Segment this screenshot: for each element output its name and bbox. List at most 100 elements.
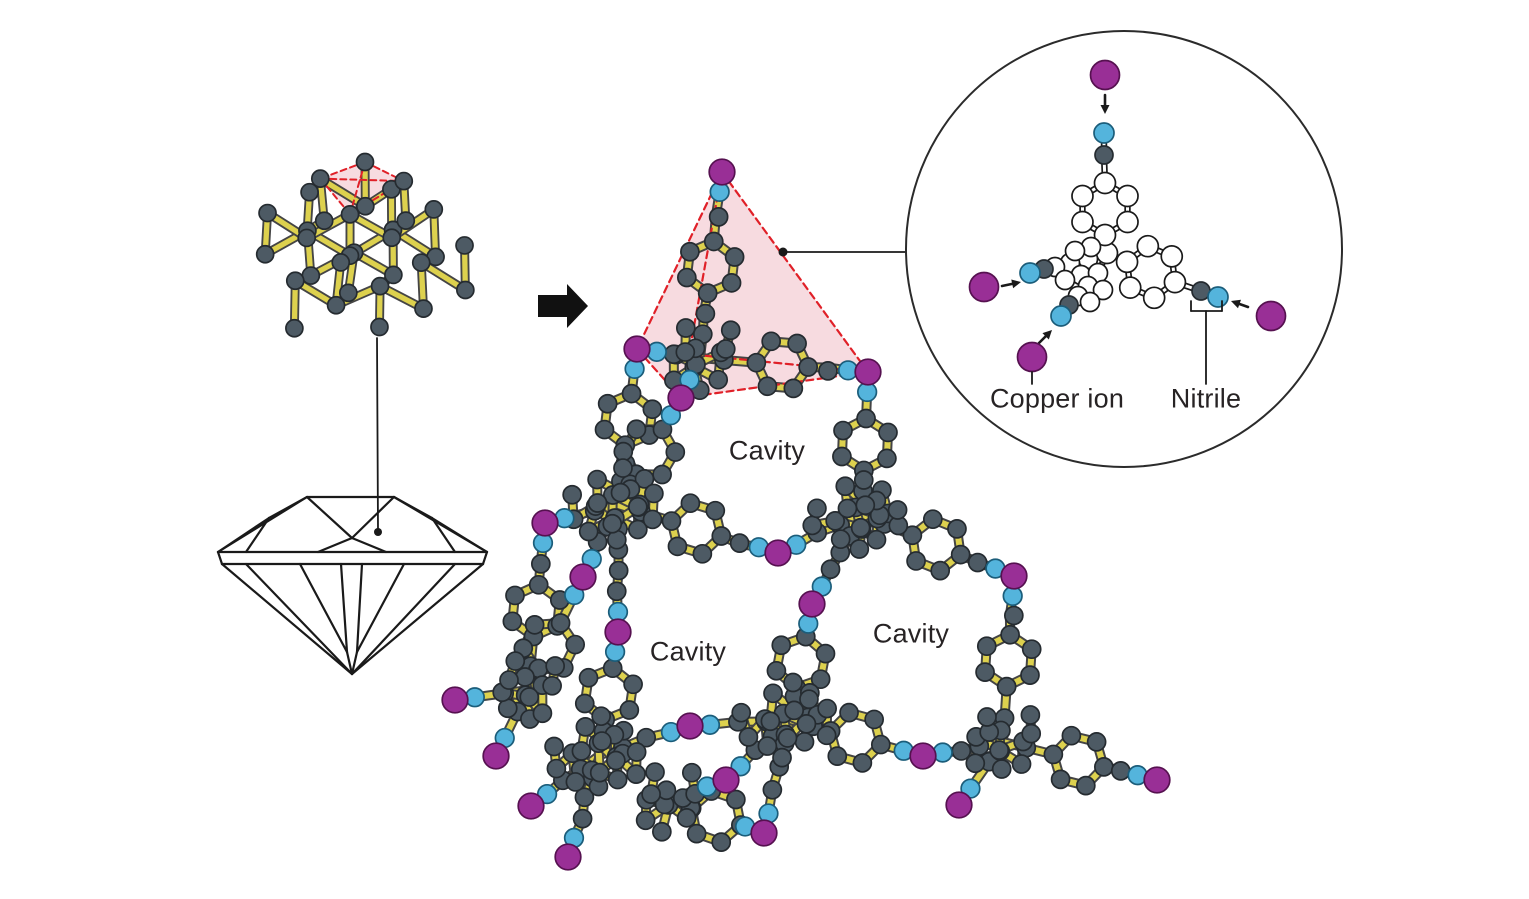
atom-carbon (760, 711, 781, 732)
atom-carbon (642, 509, 663, 530)
atom-carbon-white (1092, 279, 1114, 301)
atom-copper (517, 792, 545, 820)
line (350, 562, 457, 676)
atom-carbon (626, 742, 647, 762)
atom-carbon (711, 832, 732, 852)
atom-carbon (675, 342, 696, 362)
atom-carbon (665, 442, 686, 462)
atom-carbon (532, 703, 553, 724)
atom-carbon (255, 244, 275, 264)
atom-carbon (757, 376, 778, 397)
atom-carbon (1021, 639, 1042, 660)
atom-carbon (705, 500, 726, 521)
atom-copper (945, 791, 973, 819)
atom-carbon-white (1115, 250, 1139, 274)
atom-carbon (607, 769, 628, 790)
atom-carbon (314, 211, 334, 231)
inset-circle (905, 30, 1343, 468)
copper-atoms (441, 158, 1171, 871)
atom-carbon-white (1160, 245, 1184, 268)
atom-carbon (878, 422, 898, 443)
atom-carbon (807, 498, 827, 519)
atom-carbon (285, 271, 305, 291)
small-arrow-icon (1011, 279, 1021, 289)
atom-carbon (1000, 624, 1020, 645)
line (244, 516, 271, 554)
atom-carbon (1003, 605, 1024, 626)
atom-carbon (642, 399, 663, 420)
atom-carbon (815, 643, 836, 664)
atom-carbon (258, 203, 277, 223)
atom-carbon (592, 731, 612, 751)
atom-carbon (1075, 775, 1096, 796)
atom-carbon (627, 519, 648, 540)
line (244, 562, 354, 676)
atom-carbon (505, 651, 526, 671)
atom-carbon (695, 303, 716, 324)
atom-carbon (550, 613, 571, 633)
atom-carbon (587, 469, 607, 490)
atom-carbon-white (1118, 276, 1142, 299)
atom-nitrogen (1019, 262, 1041, 284)
atom-carbon (645, 762, 665, 782)
atom-carbon (578, 667, 599, 688)
atom-carbon (572, 808, 593, 829)
atom-carbon (310, 169, 330, 188)
atom-carbon (757, 736, 778, 756)
atom-carbon (602, 513, 623, 534)
atom-carbon (414, 299, 433, 318)
atom-carbon (644, 483, 664, 504)
atom-carbon (613, 441, 634, 462)
atom-carbon (1093, 757, 1114, 777)
atom-carbon (519, 687, 540, 707)
atom-carbon (731, 702, 752, 723)
atom-carbon (816, 725, 837, 746)
atom-carbon-white (1163, 270, 1187, 294)
atom-carbon (1110, 761, 1131, 781)
atom-carbon (641, 784, 661, 804)
atom-carbon (608, 560, 629, 581)
atom-carbon (545, 656, 566, 676)
inset-detail (905, 30, 1343, 468)
atom-carbon (947, 519, 967, 539)
atom-copper (554, 843, 582, 871)
atom-carbon (530, 554, 551, 574)
atom-carbon (384, 265, 403, 285)
copper-ion-label: Copper ion (989, 383, 1125, 414)
atom-carbon (1043, 744, 1064, 765)
atom-carbon (575, 717, 596, 737)
atom-carbon (613, 458, 633, 478)
atom-carbon (761, 331, 782, 352)
atom-carbon (542, 675, 562, 696)
line (376, 337, 379, 531)
atom-carbon (681, 762, 702, 783)
atom-carbon (565, 634, 586, 655)
line (481, 550, 489, 566)
line (392, 495, 434, 520)
atom-carbon (686, 823, 707, 844)
atom-carbon (636, 727, 657, 748)
atom-carbon (1020, 705, 1041, 725)
atom-copper (712, 766, 740, 794)
atom-carbon (338, 283, 358, 303)
atom-carbon (456, 280, 475, 300)
atom-carbon (762, 779, 783, 800)
atom-carbon (692, 543, 713, 564)
line (216, 516, 271, 554)
atom-carbon-white (1054, 269, 1076, 291)
line (430, 516, 457, 554)
atom-carbon (544, 736, 564, 757)
atom-carbon (720, 320, 741, 341)
atom-carbon (1050, 769, 1071, 790)
atom-carbon (746, 352, 767, 373)
atom-carbon (565, 772, 586, 792)
atom-carbon (676, 807, 697, 828)
cavity-label-top: Cavity (728, 435, 806, 466)
atom-carbon (331, 253, 351, 272)
line (298, 562, 349, 654)
atom-carbon (771, 635, 792, 656)
atom-carbon (627, 496, 648, 517)
atom-carbon (802, 515, 823, 536)
leader-dot (374, 528, 382, 536)
atom-copper (676, 712, 704, 740)
